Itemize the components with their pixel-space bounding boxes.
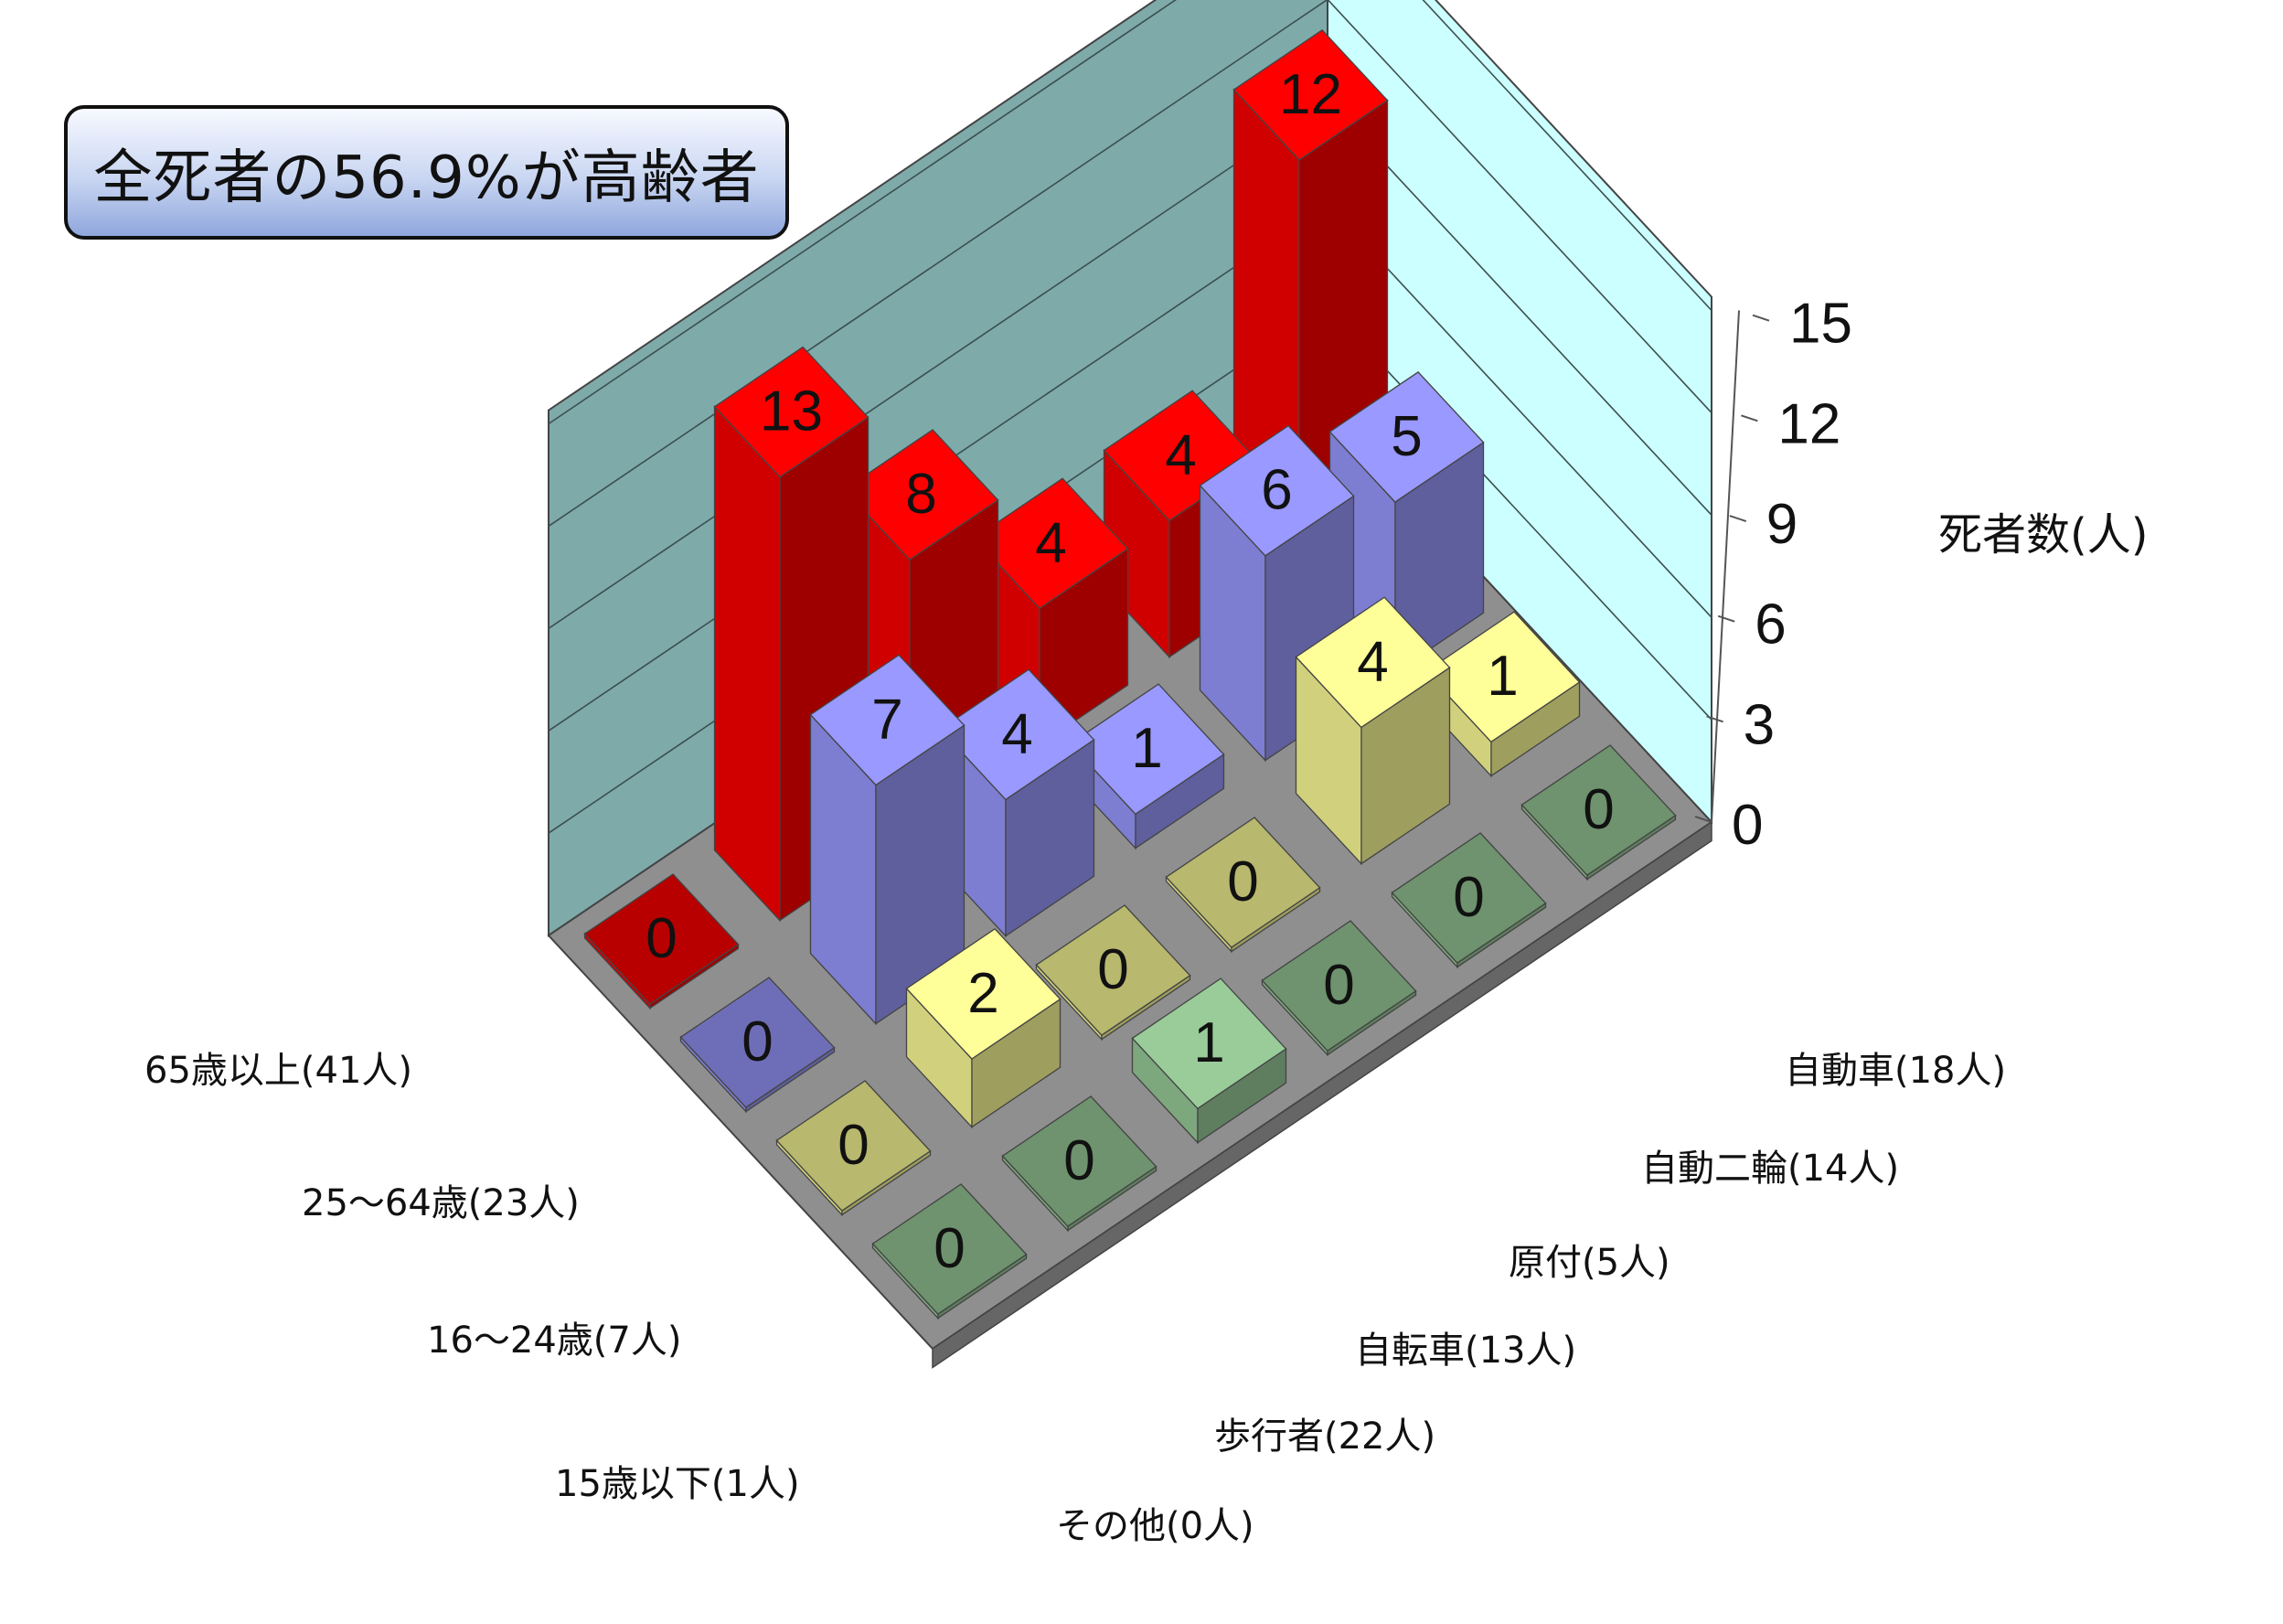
bar-value-label: 7 <box>871 688 902 751</box>
bar-value-label: 4 <box>1001 702 1032 765</box>
bar-value-label: 6 <box>1261 459 1292 522</box>
z-tick-mark <box>1694 816 1712 823</box>
bar: 16～24歳(7人) / 自転車(13人): 00 <box>1035 904 1191 1042</box>
z-tick-label: 6 <box>1755 593 1786 657</box>
bar: 16～24歳(7人) / 自動二輪(14人): 44 <box>1295 596 1451 866</box>
z-tick-mark <box>1717 614 1735 623</box>
bar: 16～24歳(7人) / 歩行者(22人): 22 <box>905 927 1061 1129</box>
bar: 16～24歳(7人) / 原付(5人): 00 <box>1165 817 1321 954</box>
bar-top-face <box>843 429 999 561</box>
bar-top-face <box>1131 978 1287 1110</box>
bar: 15歳以下(1人) / 自動二輪(14人): 00 <box>1391 832 1547 969</box>
bar-top-face <box>1199 424 1355 557</box>
z-tick-mark <box>1741 414 1758 422</box>
bar-value-label: 4 <box>1165 423 1196 486</box>
bar: 15歳以下(1人) / その他(0人): 00 <box>871 1183 1028 1320</box>
bar-value-label: 12 <box>1279 63 1342 126</box>
gridline-15 <box>548 0 1712 425</box>
age-label-25-64: 25～64歳(23人) <box>302 1182 580 1224</box>
bar-value-label: 0 <box>837 1114 869 1177</box>
bar-top-face <box>973 477 1129 610</box>
bar-top-face <box>583 873 740 1005</box>
bar-value-label: 4 <box>1357 630 1388 693</box>
type-label-car: 自動車(18人) <box>1785 1050 2007 1092</box>
bar-value-label: 1 <box>1131 717 1162 780</box>
annotation-callout: 全死者の56.9%が高齢者 <box>64 105 789 240</box>
bar: 65歳以上(41人) / その他(0人): 00 <box>583 873 740 1010</box>
bar-value-label: 0 <box>741 1010 773 1074</box>
z-axis-title: 死者数(人) <box>1938 509 2149 561</box>
type-label-motorcycle: 自動二輪(14人) <box>1641 1148 1900 1190</box>
bar-top-face <box>1001 1095 1158 1227</box>
bar-top-face <box>871 1183 1028 1315</box>
type-label-other: その他(0人) <box>1056 1505 1254 1547</box>
bar-value-label: 5 <box>1391 405 1422 468</box>
z-tick-label: 3 <box>1744 693 1775 756</box>
bar-value-label: 1 <box>1193 1011 1224 1074</box>
bar-top-face <box>1424 611 1581 743</box>
type-label-pedestrian: 歩行者(22人) <box>1214 1416 1436 1458</box>
bar: 16～24歳(7人) / その他(0人): 00 <box>775 1080 932 1217</box>
age-label-15under: 15歳以下(1人) <box>555 1463 800 1505</box>
bar-top-face <box>1232 28 1389 161</box>
bar-value-label: 8 <box>905 463 936 526</box>
age-label-16-24: 16～24歳(7人) <box>427 1320 682 1362</box>
bar-top-face <box>713 346 869 478</box>
type-label-moped: 原付(5人) <box>1509 1242 1670 1284</box>
bar-value-label: 0 <box>1063 1129 1094 1192</box>
bar-top-face <box>939 668 1095 801</box>
bar-value-label: 0 <box>1323 954 1354 1017</box>
bar-value-label: 0 <box>1453 866 1484 929</box>
bar: 25～64歳(23人) / その他(0人): 00 <box>679 977 836 1114</box>
bar-top-face <box>905 927 1061 1060</box>
z-axis-line <box>1711 310 1740 823</box>
z-tick-mark <box>1729 515 1747 522</box>
bar-value-label: 4 <box>1035 511 1066 574</box>
bar-top-face <box>1520 744 1677 876</box>
bar: 15歳以下(1人) / 自転車(13人): 11 <box>1131 978 1287 1145</box>
bar-top-face <box>1069 683 1225 816</box>
age-label-65plus: 65歳以上(41人) <box>144 1050 413 1092</box>
z-tick-label: 12 <box>1777 392 1840 455</box>
gridline-12 <box>548 0 1712 528</box>
z-tick-label: 15 <box>1789 293 1852 356</box>
bar: 15歳以下(1人) / 自動車(18人): 00 <box>1520 744 1677 881</box>
bar-top-face <box>1295 596 1451 729</box>
z-tick-label: 0 <box>1732 794 1763 857</box>
bar: 25～64歳(23人) / 歩行者(22人): 77 <box>809 654 965 1026</box>
bar-value-label: 2 <box>967 962 998 1025</box>
bar: 15歳以下(1人) / 原付(5人): 00 <box>1261 920 1417 1057</box>
annotation-text: 全死者の56.9%が高齢者 <box>93 144 760 212</box>
z-tick-mark <box>1706 715 1723 723</box>
z-tick-label: 9 <box>1766 493 1798 556</box>
z-axis: 0 3 6 9 12 15 <box>1694 293 1852 857</box>
bar-value-label: 0 <box>645 907 677 970</box>
bar-side-face <box>713 405 781 923</box>
bar-top-face <box>1328 371 1485 503</box>
floor-edge <box>932 820 1712 1369</box>
bar: 15歳以下(1人) / 歩行者(22人): 00 <box>1001 1095 1158 1233</box>
bar-top-face <box>679 977 836 1108</box>
bar-value-label: 1 <box>1487 645 1518 708</box>
bar-top-face <box>1261 920 1417 1052</box>
bar-top-face <box>809 654 965 786</box>
bar: 25～64歳(23人) / 自動二輪(14人): 66 <box>1199 424 1355 763</box>
bar: 65歳以上(41人) / 歩行者(22人): 1313 <box>713 346 869 923</box>
bar-value-label: 13 <box>760 380 823 443</box>
bar-value-label: 0 <box>933 1217 965 1280</box>
bar-value-label: 0 <box>1583 778 1614 841</box>
bar-top-face <box>1391 832 1547 964</box>
bar-top-face <box>1035 904 1191 1036</box>
type-label-bicycle: 自転車(13人) <box>1355 1330 1577 1372</box>
bar-top-face <box>1165 817 1321 948</box>
chart-bars: 65歳以上(41人) / 自動車(18人): 121225～64歳(23人) /… <box>583 28 1677 1320</box>
bar-top-face <box>775 1080 932 1212</box>
z-tick-mark <box>1752 314 1770 322</box>
bar-value-label: 0 <box>1227 850 1258 914</box>
bar-value-label: 0 <box>1097 938 1128 1001</box>
